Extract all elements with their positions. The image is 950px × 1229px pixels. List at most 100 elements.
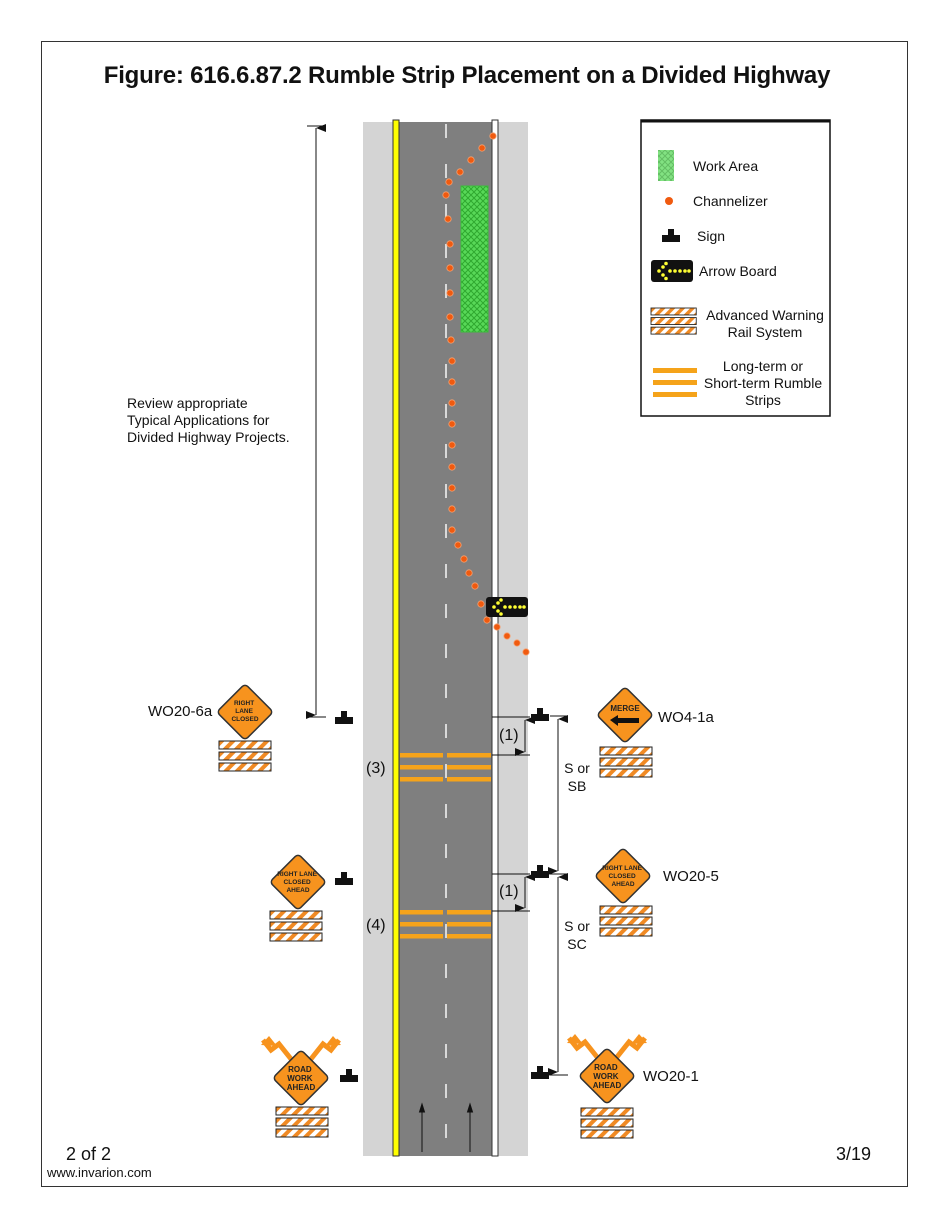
channelizer: [446, 264, 454, 272]
channelizer: [446, 313, 454, 321]
offset-dimension-1: [492, 716, 535, 756]
channelizer: [448, 357, 456, 365]
lane-dash: [445, 324, 447, 338]
sign-wo20-1: ROAD WORK AHEAD: [567, 1034, 647, 1104]
channelizer: [448, 399, 456, 407]
channelizer: [503, 632, 511, 640]
sign-wo4-1a: MERGE: [597, 687, 653, 743]
sign-post-left-2: [335, 872, 353, 885]
channelizer: [446, 240, 454, 248]
sign-text: RIGHT LANE CLOSED AHEAD: [277, 871, 319, 894]
lane-dash: [445, 804, 447, 818]
channelizer-taper: [442, 132, 530, 656]
lane-dash: [445, 924, 447, 938]
channelizer: [447, 336, 455, 344]
lane-dash: [445, 244, 447, 258]
roadway: [363, 119, 528, 1157]
offset-label-2: (1): [499, 883, 519, 900]
channelizer: [445, 178, 453, 186]
rumble-strips-set-4: [400, 910, 491, 939]
channelizer: [448, 505, 456, 513]
spacing-line: SC: [567, 936, 587, 952]
channelizer: [454, 541, 462, 549]
warning-rail-left-3: [275, 1106, 329, 1138]
merge-arrow-icon: [610, 715, 639, 726]
warning-rail-right-3: [580, 1107, 634, 1139]
lane-dash: [445, 124, 447, 138]
revision-date: 3/19: [836, 1144, 872, 1164]
arrow-board-icon: [651, 260, 693, 282]
sign-wo20-6a: RIGHT LANE CLOSED: [217, 684, 273, 740]
work-area: [460, 185, 489, 333]
lane-dash: [445, 644, 447, 658]
website: www.invarion.com: [47, 1165, 152, 1180]
channelizer: [448, 484, 456, 492]
lane-dash: [445, 564, 447, 578]
spacing-label-sc: S or SC: [560, 917, 594, 953]
sign-text: ROAD WORK AHEAD: [287, 1065, 316, 1092]
legend-label-line: Short-term Rumble: [703, 375, 823, 391]
lane-dash: [445, 724, 447, 738]
warning-rail-left-1: [218, 740, 272, 772]
legend-label-arrow-board: Arrow Board: [699, 263, 777, 279]
channelizer: [471, 582, 479, 590]
lane-dash: [445, 164, 447, 178]
offset-label-1: (1): [499, 727, 519, 744]
lane-dash: [445, 884, 447, 898]
channelizer: [448, 463, 456, 471]
channelizer: [513, 639, 521, 647]
sign-right-lane-closed-ahead-left: RIGHT LANE CLOSED AHEAD: [270, 854, 326, 910]
channelizer: [493, 623, 501, 631]
channelizer: [448, 378, 456, 386]
channelizer: [467, 156, 475, 164]
legend-label-work-area: Work Area: [693, 158, 759, 174]
lane-dash: [445, 844, 447, 858]
lane-dash: [445, 1124, 447, 1138]
legend-label-rumble-strips: Long-term or Short-term Rumble Strips: [697, 358, 829, 409]
channelizer: [448, 526, 456, 534]
spacing-line: S or: [564, 918, 590, 934]
note-line: Divided Highway Projects.: [127, 429, 290, 445]
lane-dash: [445, 1044, 447, 1058]
lane-dash: [445, 764, 447, 778]
lane-dash: [445, 604, 447, 618]
lane-dash: [445, 444, 447, 458]
channelizer: [522, 648, 530, 656]
left-shoulder: [363, 122, 393, 1156]
note-line: Typical Applications for: [127, 412, 270, 428]
sign-post-right-2: [531, 865, 549, 878]
legend-label-sign: Sign: [697, 228, 726, 244]
left-edge-line: [392, 119, 400, 1157]
channelizer: [465, 569, 473, 577]
lane-dash: [445, 524, 447, 538]
sign-wo20-5: RIGHT LANE CLOSED AHEAD: [595, 848, 651, 904]
lane-dash: [445, 1084, 447, 1098]
sign-spacing-dimensions: [548, 715, 568, 1076]
legend: [640, 119, 831, 417]
spacing-line: SB: [567, 778, 587, 794]
warning-rail-icon: [650, 307, 697, 335]
note-line: Review appropriate: [127, 395, 248, 411]
legend-label-line: Strips: [745, 392, 781, 408]
sign-road-work-ahead-left: ROAD WORK AHEAD: [261, 1036, 341, 1106]
channelizer: [444, 215, 452, 223]
sign-text: MERGE: [610, 704, 640, 713]
legend-label-line: Rail System: [727, 324, 803, 340]
lane-dash: [445, 284, 447, 298]
lane-dash: [445, 1004, 447, 1018]
warning-rail-left-2: [269, 910, 323, 942]
sign-code-wo20-6a: WO20-6a: [148, 703, 213, 720]
sign-post-left-3: [340, 1069, 358, 1082]
legend-label-line: Long-term or: [722, 358, 804, 374]
lane-dash: [445, 404, 447, 418]
channelizer: [483, 616, 491, 624]
channelizer: [477, 600, 485, 608]
rumble-strips-set-3: [400, 753, 491, 782]
page-frame: [41, 41, 908, 1187]
work-area-icon: [658, 150, 674, 181]
lane-dash: [445, 364, 447, 378]
strip-label-4: (4): [366, 917, 386, 934]
channelizer: [489, 132, 497, 140]
sign-text: RIGHT LANE CLOSED AHEAD: [602, 865, 644, 888]
channelizer: [448, 441, 456, 449]
